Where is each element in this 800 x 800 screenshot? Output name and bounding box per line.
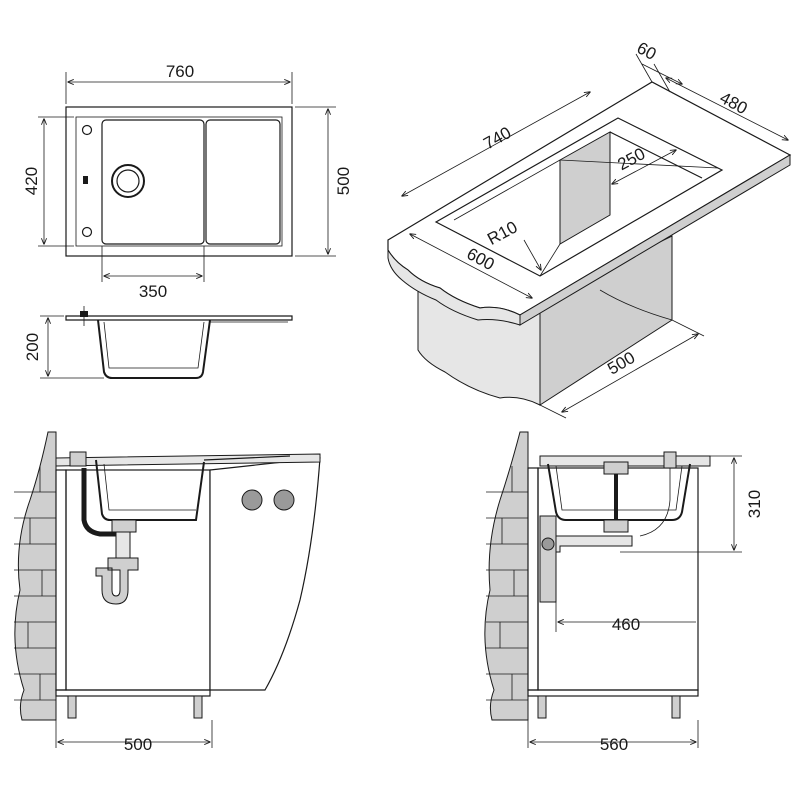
dim-label-350: 350 <box>139 282 167 301</box>
dim-label-460: 460 <box>612 615 640 634</box>
leg-side-left <box>537 695 547 719</box>
perspective-view: 60 480 740 250 R10 600 500 <box>387 38 792 419</box>
hose-side <box>639 468 671 537</box>
dim-label-500-top: 500 <box>334 167 353 195</box>
drain-pipe <box>115 531 131 559</box>
trap-joint <box>541 537 555 551</box>
dim-line-740 <box>402 92 590 196</box>
cabinet-left-panel-side <box>527 467 539 691</box>
side-hole-2 <box>273 489 295 511</box>
section-rim <box>65 315 293 321</box>
side-section: 200 <box>23 306 293 379</box>
section-bowl <box>97 319 211 379</box>
dim-label-760: 760 <box>166 62 194 81</box>
cabinet-back-wave <box>599 289 673 321</box>
trap-side <box>539 515 557 603</box>
overflow-hole-icon <box>81 226 93 238</box>
dim-line-600 <box>410 234 532 298</box>
drain-outer <box>111 164 145 198</box>
plinth <box>55 689 211 697</box>
sink-outline-top <box>65 106 293 257</box>
dim-label-480: 480 <box>717 88 751 118</box>
faucet-side <box>663 451 677 469</box>
dim-line-250 <box>612 150 676 184</box>
drain-inner <box>116 169 140 193</box>
side-hole-1 <box>241 489 263 511</box>
dim-line-60 <box>641 63 682 84</box>
front-install-view: 500 <box>14 431 321 754</box>
drainboard-front <box>203 455 291 461</box>
leg-side-right <box>671 695 681 719</box>
overflow-slot <box>83 176 88 184</box>
leg-left <box>67 695 77 719</box>
plinth-side <box>527 689 699 697</box>
sink-inner-rim <box>75 116 283 247</box>
leg-right <box>193 695 203 719</box>
countertop-front <box>55 453 321 467</box>
waste-pipe-side <box>547 535 633 553</box>
dim-label-740: 740 <box>480 123 514 153</box>
dim-line-500-persp <box>562 334 698 412</box>
dim-label-60: 60 <box>634 38 660 64</box>
dim-label-420: 420 <box>22 167 41 195</box>
dim-label-560: 560 <box>600 735 628 754</box>
dim-line-480 <box>666 78 788 140</box>
cabinet-side-panel <box>209 457 321 691</box>
section-bowl-inner <box>103 321 205 369</box>
overflow-box <box>603 461 629 475</box>
bowl-outline <box>101 119 205 245</box>
drainboard-outline <box>205 119 281 245</box>
faucet-hole-icon <box>81 124 93 136</box>
faucet-connector <box>69 451 87 467</box>
side-install-view: 310 460 560 <box>484 431 764 754</box>
cabinet-left-panel <box>55 469 67 691</box>
cabinet-body <box>65 469 211 691</box>
dim-label-500-front: 500 <box>124 735 152 754</box>
brick-wall-right <box>484 431 529 721</box>
drain-body <box>111 519 137 533</box>
dim-label-310: 310 <box>745 490 764 518</box>
drain-side <box>603 519 629 533</box>
siphon-trap <box>95 557 139 605</box>
dim-label-200: 200 <box>23 333 42 361</box>
brick-wall <box>14 431 57 721</box>
top-view: 760 500 420 350 <box>22 62 353 301</box>
sink-bowl-front <box>95 459 205 521</box>
overflow-hose <box>81 468 116 537</box>
